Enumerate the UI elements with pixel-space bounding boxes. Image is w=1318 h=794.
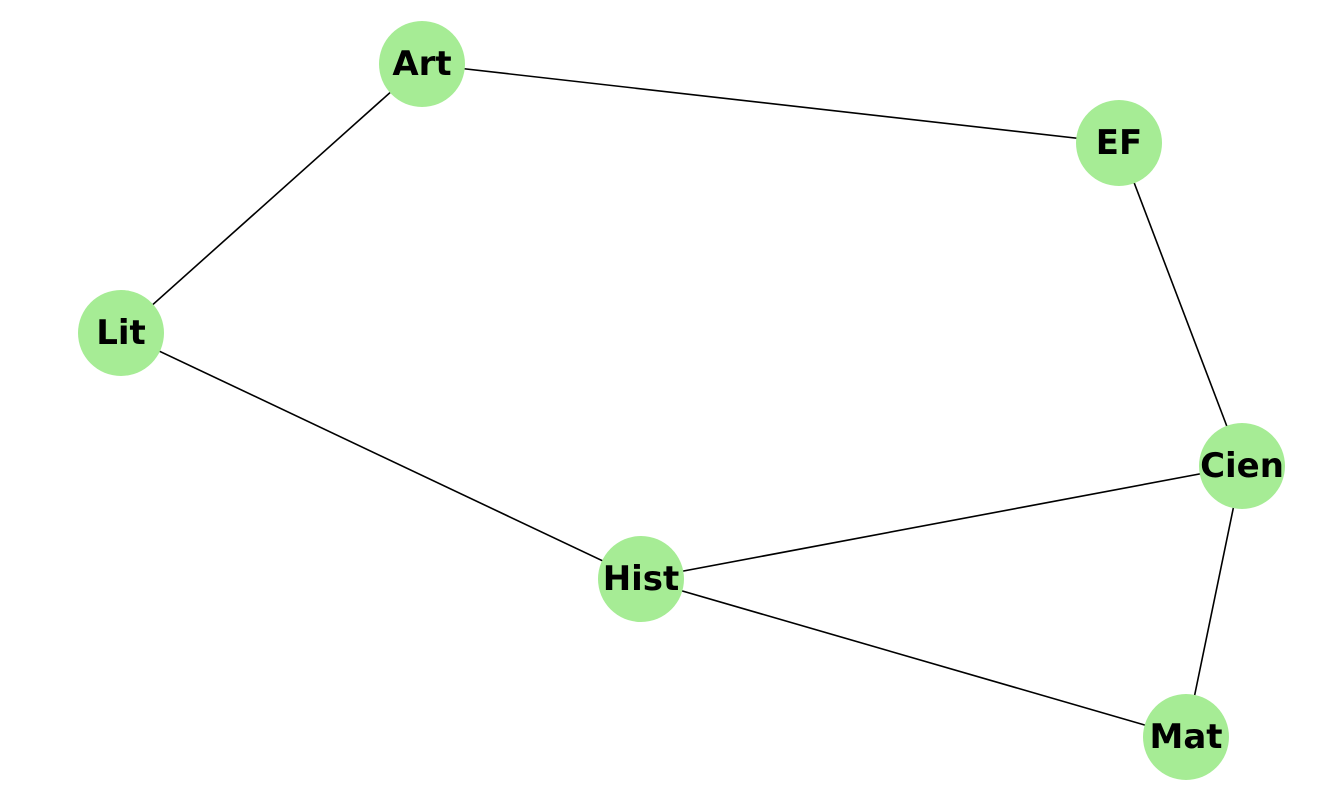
node-label-cien: Cien [1200, 446, 1284, 486]
node-circle-art [379, 21, 465, 107]
edge-art-ef [421, 63, 1120, 144]
edge-lit-hist [120, 332, 642, 580]
node-circle-cien [1199, 423, 1285, 509]
edge-cien-mat [1185, 465, 1243, 738]
node-label-hist: Hist [603, 559, 680, 599]
node-label-mat: Mat [1149, 717, 1222, 757]
node-label-art: Art [392, 44, 451, 84]
edge-hist-mat [640, 578, 1187, 738]
node-circle-mat [1143, 694, 1229, 780]
node-mat: Mat [1143, 694, 1229, 780]
node-circle-ef [1076, 100, 1162, 186]
node-cien: Cien [1199, 423, 1285, 509]
node-art: Art [379, 21, 465, 107]
edge-hist-cien [640, 465, 1243, 580]
node-label-ef: EF [1096, 123, 1142, 163]
node-circle-lit [78, 290, 164, 376]
node-ef: EF [1076, 100, 1162, 186]
node-lit: Lit [78, 290, 164, 376]
node-circle-hist [598, 536, 684, 622]
edges-layer [120, 63, 1243, 738]
edge-art-lit [120, 63, 423, 334]
edge-ef-cien [1118, 142, 1243, 467]
node-hist: Hist [598, 536, 684, 622]
node-label-lit: Lit [96, 313, 146, 353]
